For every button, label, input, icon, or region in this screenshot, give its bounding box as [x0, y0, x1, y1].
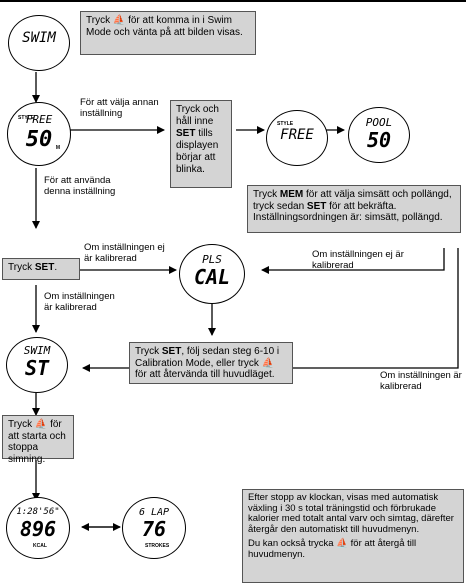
- watch-swim-mode: SWIM: [8, 15, 70, 71]
- watch-pool-50: POOL 50: [348, 107, 410, 163]
- display-kcal-value: 896: [19, 517, 57, 541]
- box-mem-set: Tryck MEM för att välja simsätt och poll…: [247, 185, 461, 233]
- display-time: 1:28'56": [16, 507, 60, 517]
- watch-time-kcal: 1:28'56" 896 KCAL: [6, 497, 70, 559]
- display-cal: CAL: [193, 265, 231, 289]
- display-lap: 6 LAP: [138, 507, 170, 518]
- top-rule: [0, 0, 466, 2]
- watch-free-flashing: STYLE FREE: [266, 110, 328, 166]
- display-free: FREE: [25, 113, 53, 126]
- label-calibrated-left: Om inställningen är kalibrerad: [44, 291, 115, 313]
- watch-pls-cal: PLS CAL: [179, 244, 245, 304]
- box-hold-set: Tryck och håll inne SET tills displayen …: [170, 100, 232, 188]
- box-calibration: Tryck SET, följ sedan steg 6-10 i Calibr…: [129, 342, 293, 384]
- box-start-stop: Tryck ⛵ för att starta och stoppa simnin…: [2, 415, 74, 465]
- box-after-stop: Efter stopp av klockan, visas med automa…: [242, 489, 464, 583]
- box-enter-swim-mode: Tryck ⛵ för att komma in i Swim Mode och…: [80, 11, 256, 55]
- watch-swim-st: SWIM ST: [6, 337, 68, 393]
- box-press-set: Tryck SET.: [2, 258, 80, 280]
- label-not-calibrated-left: Om inställningen ej är kalibrerad: [84, 242, 165, 264]
- style-label-2: STYLE: [277, 121, 294, 127]
- strokes-unit: STROKES: [145, 543, 170, 549]
- label-change-setting: För att välja annan inställning: [80, 97, 159, 119]
- display-free-number: 50: [25, 127, 53, 152]
- display-strokes-value: 76: [141, 517, 167, 541]
- display-pool-number: 50: [366, 128, 392, 152]
- length-label: M: [55, 145, 60, 151]
- label-use-setting: För att använda denna inställning: [44, 175, 116, 197]
- display-free-2: FREE: [280, 127, 314, 143]
- watch-free-50: STYLE FREE 50 M: [7, 102, 71, 166]
- display-pls: PLS: [202, 253, 222, 266]
- label-calibrated-right: Om inställningen är kalibrerad: [380, 370, 462, 392]
- display-pool: POOL: [365, 116, 393, 129]
- label-not-calibrated-right: Om inställningen ej är kalibrerad: [312, 249, 404, 271]
- display-swim: SWIM: [22, 30, 56, 46]
- watch-lap-strokes: 6 LAP 76 STROKES: [122, 497, 186, 559]
- style-label: STYLE: [18, 115, 35, 121]
- display-st-top: SWIM: [23, 344, 51, 357]
- kcal-unit: KCAL: [33, 543, 47, 549]
- display-st: ST: [24, 356, 50, 380]
